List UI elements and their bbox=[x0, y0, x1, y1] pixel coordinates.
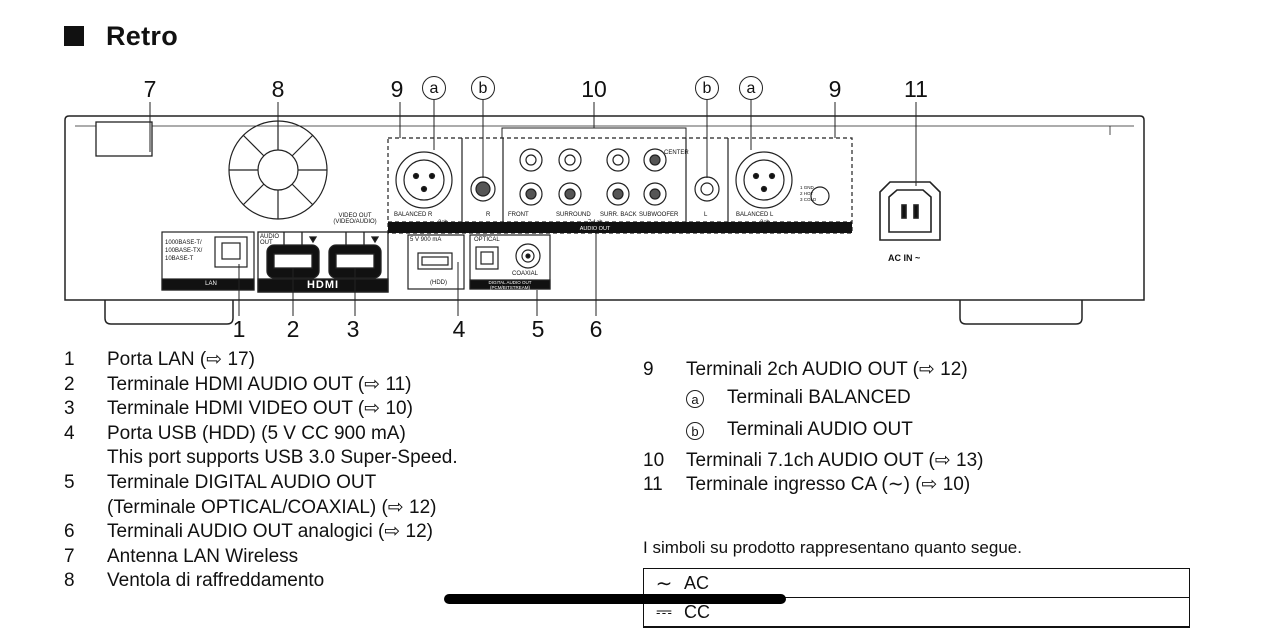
ch71-label: 7.1ch bbox=[588, 220, 603, 226]
video-out-hdmi-label: VIDEO OUT (VIDEO/AUDIO) bbox=[333, 213, 377, 225]
callout-5: 5 bbox=[531, 316, 545, 342]
symbols-note: I simboli su prodotto rappresentano quan… bbox=[643, 538, 1022, 557]
pin-label-1: 1 GND bbox=[800, 185, 814, 190]
list-item-continuation: (Terminale OPTICAL/COAXIAL) (⇨ 12) bbox=[107, 496, 437, 518]
front-label: FRONT bbox=[508, 212, 529, 218]
surround-label: SURROUND bbox=[556, 212, 591, 218]
pin-label-2: 2 HOT bbox=[800, 191, 814, 196]
list-subitem: a Terminali BALANCED bbox=[643, 383, 984, 415]
optical-label: OPTICAL bbox=[474, 237, 500, 243]
home-indicator-bar[interactable] bbox=[444, 594, 786, 604]
ch2-left-label: 2ch bbox=[438, 220, 448, 226]
callout-8: 8 bbox=[271, 76, 285, 102]
usb-rating-label: 5 V 900 mA bbox=[410, 237, 442, 243]
symbol-label: AC bbox=[684, 572, 710, 593]
chassis bbox=[64, 115, 1145, 325]
ac-inlet bbox=[879, 181, 941, 241]
callout-2: 2 bbox=[286, 316, 300, 342]
callout-11: 11 bbox=[904, 76, 928, 102]
callout-6: 6 bbox=[589, 316, 603, 342]
ac-in-label: AC IN ~ bbox=[888, 253, 921, 263]
lan-label: LAN bbox=[205, 281, 217, 287]
list-subitem: b Terminali AUDIO OUT bbox=[643, 415, 984, 447]
circled-letter-a-icon: a bbox=[686, 389, 704, 408]
lan-speed-label-3: 10BASE-T bbox=[165, 256, 194, 262]
leader-lines bbox=[149, 100, 917, 316]
surr-back-label: SURR. BACK bbox=[600, 212, 637, 218]
section-title: Retro bbox=[106, 20, 179, 51]
coaxial-label: COAXIAL bbox=[512, 271, 539, 277]
pin-label-3: 3 COLD bbox=[800, 197, 817, 202]
digital-audio-out-label: DIGITAL AUDIO OUT (PCM/BITSTREAM) bbox=[488, 280, 532, 290]
lan-block bbox=[161, 231, 255, 291]
subwoofer-label: SUBWOOFER bbox=[639, 212, 679, 218]
callout-9-left: 9 bbox=[390, 76, 404, 102]
callout-9-right: 9 bbox=[828, 76, 842, 102]
center-label: CENTER bbox=[664, 150, 689, 156]
audio-out-panel bbox=[387, 137, 853, 234]
symbol-row-ac: ∼ AC bbox=[644, 569, 1189, 598]
usb-digital-block bbox=[407, 234, 551, 290]
balanced-r-label: BALANCED R bbox=[394, 212, 433, 218]
ch2-right-label: 2ch bbox=[760, 220, 770, 226]
rear-panel-diagram: 7 8 9 10 9 11 a b b a 1 2 3 4 5 6 1000BA… bbox=[64, 76, 1145, 342]
callout-7: 7 bbox=[143, 76, 157, 102]
callout-10: 10 bbox=[581, 76, 607, 102]
square-bullet-icon bbox=[64, 26, 84, 46]
section-heading: Retro bbox=[64, 18, 178, 54]
usb-hdd-label: (HDD) bbox=[430, 280, 447, 286]
symbol-label: CC bbox=[684, 601, 710, 622]
callout-sub-b-right: b bbox=[695, 76, 719, 100]
wireless-antenna bbox=[95, 121, 153, 157]
audio-out-hdmi-label: AUDIO OUT bbox=[260, 234, 280, 246]
lan-speed-label-2: 100BASE-TX/ bbox=[165, 248, 203, 254]
circled-letter-b-icon: b bbox=[686, 421, 704, 440]
ac-symbol-icon: ∼ bbox=[655, 572, 673, 595]
audio-out-bar-label: AUDIO OUT bbox=[579, 226, 611, 232]
lan-speed-label-1: 1000BASE-T/ bbox=[165, 240, 202, 246]
callout-sub-a-left: a bbox=[422, 76, 446, 100]
list-item-continuation: This port supports USB 3.0 Super-Speed. bbox=[107, 447, 458, 469]
callout-sub-b-left: b bbox=[471, 76, 495, 100]
rear-panel-drawing bbox=[64, 100, 1145, 325]
hdmi-logo-label: HDMI bbox=[306, 279, 340, 291]
l-label: L bbox=[704, 212, 708, 218]
cooling-fan bbox=[228, 120, 328, 220]
callout-sub-a-right: a bbox=[739, 76, 763, 100]
callout-3: 3 bbox=[346, 316, 360, 342]
balanced-l-label: BALANCED L bbox=[736, 212, 774, 218]
callout-4: 4 bbox=[452, 316, 466, 342]
callout-1: 1 bbox=[232, 316, 246, 342]
r-label: R bbox=[486, 212, 491, 218]
